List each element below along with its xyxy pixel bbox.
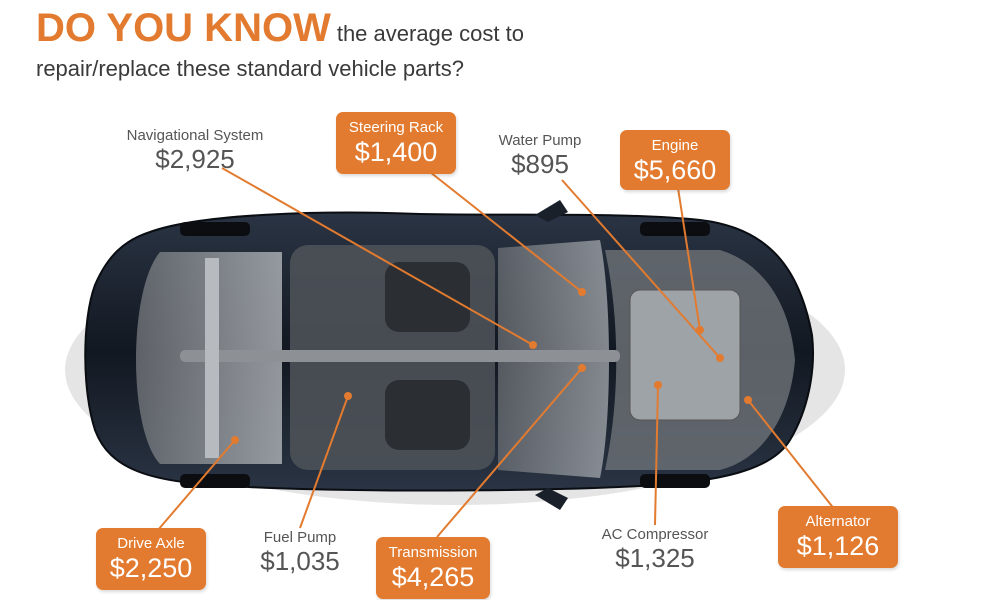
- part-name: Steering Rack: [348, 119, 444, 136]
- dot-trans: [578, 364, 586, 372]
- dot-nav: [529, 341, 537, 349]
- part-price: $2,250: [109, 553, 193, 583]
- leader-ac: [654, 384, 659, 526]
- label-navigational-system: Navigational System $2,925: [100, 128, 290, 172]
- rear-axle: [205, 258, 219, 458]
- leader-trans: [436, 367, 583, 538]
- leader-alt: [747, 399, 836, 511]
- label-ac-compressor: AC Compressor $1,325: [575, 527, 735, 571]
- seat-right: [385, 380, 470, 450]
- label-water-pump: Water Pump $895: [480, 133, 600, 177]
- headline-highlight: DO YOU KNOW: [36, 6, 331, 50]
- box-alternator: Alternator $1,126: [778, 506, 898, 568]
- dot-alt: [744, 396, 752, 404]
- wheel-front-bottom: [640, 474, 710, 488]
- box-engine: Engine $5,660: [620, 130, 730, 190]
- driveshaft: [180, 350, 620, 362]
- leader-engine: [677, 187, 701, 331]
- part-name: AC Compressor: [601, 526, 709, 543]
- part-name: Engine: [651, 137, 699, 154]
- engine-block: [629, 289, 741, 421]
- part-price: $895: [511, 149, 569, 179]
- dot-water: [716, 354, 724, 362]
- dot-ac: [654, 381, 662, 389]
- dot-fuel: [344, 392, 352, 400]
- part-price: $1,325: [615, 543, 695, 573]
- part-price: $1,400: [354, 137, 438, 167]
- part-name: Alternator: [805, 513, 871, 530]
- wheel-rear-bottom: [180, 474, 250, 488]
- part-price: $4,265: [391, 562, 475, 592]
- dot-axle: [231, 436, 239, 444]
- part-name: Transmission: [388, 544, 478, 561]
- leader-steering: [429, 171, 583, 293]
- label-fuel-pump: Fuel Pump $1,035: [240, 530, 360, 574]
- part-price: $1,035: [260, 546, 340, 576]
- leader-water: [561, 179, 721, 359]
- seat-left: [385, 262, 470, 332]
- part-name: Water Pump: [498, 132, 582, 149]
- headline-line2: repair/replace these standard vehicle pa…: [36, 56, 465, 81]
- leader-fuel: [299, 395, 349, 529]
- leader-nav: [221, 167, 534, 346]
- box-steering-rack: Steering Rack $1,400: [336, 112, 456, 174]
- wheel-rear-top: [180, 222, 250, 236]
- headline-rest: the average cost to: [336, 21, 524, 46]
- part-name: Drive Axle: [117, 535, 185, 552]
- wheel-front-top: [640, 222, 710, 236]
- dot-engine: [696, 326, 704, 334]
- part-price: $5,660: [633, 155, 717, 185]
- part-price: $2,925: [155, 144, 235, 174]
- dot-steering: [578, 288, 586, 296]
- part-name: Fuel Pump: [263, 529, 337, 546]
- box-transmission: Transmission $4,265: [376, 537, 490, 599]
- box-drive-axle: Drive Axle $2,250: [96, 528, 206, 590]
- mirror-top: [535, 200, 568, 222]
- part-name: Navigational System: [126, 127, 264, 144]
- leader-axle: [157, 439, 236, 531]
- part-price: $1,126: [796, 531, 880, 561]
- mirror-bottom: [535, 488, 568, 510]
